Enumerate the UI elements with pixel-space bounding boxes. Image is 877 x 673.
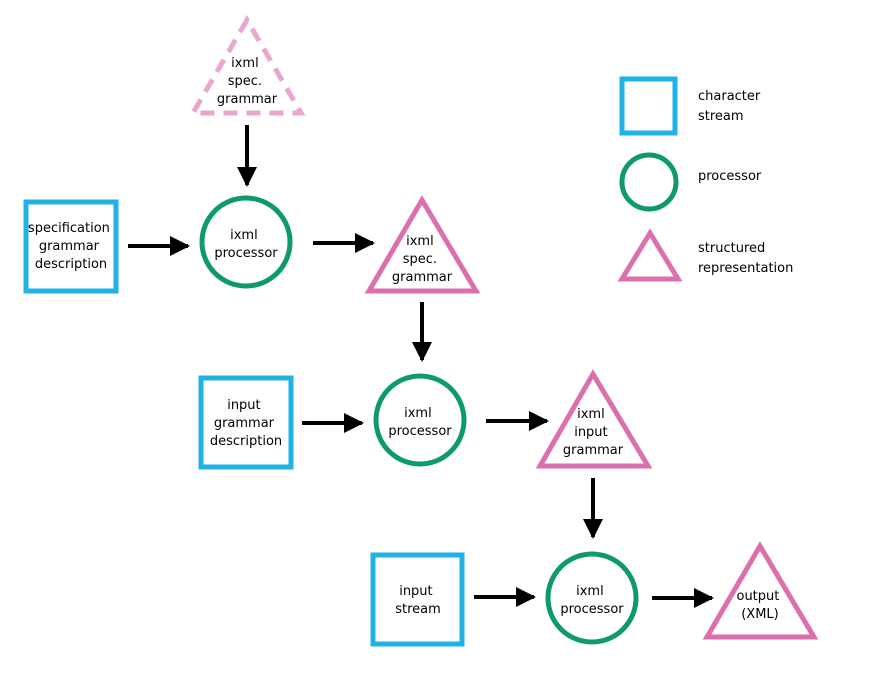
ixml-spec-grammar-top-triangle <box>188 15 306 116</box>
processor-1-circle <box>199 195 293 289</box>
output-triangle <box>702 541 819 640</box>
ixml-spec-grammar-label: ixml spec. grammar <box>392 234 453 285</box>
input-grammar-description-box <box>198 375 294 470</box>
processor-1-label: ixml processor <box>214 228 278 261</box>
input-stream-box <box>370 552 465 647</box>
input-grammar-description-label: input grammar description <box>210 398 282 449</box>
ixml-spec-grammar-top-label: ixml spec. grammar <box>217 56 278 107</box>
legend-structured-representation-label: structured representation <box>698 241 793 276</box>
processor-3-circle <box>545 551 639 645</box>
input-stream-label: input stream <box>395 584 441 617</box>
legend-character-stream-square <box>619 76 678 136</box>
spec-grammar-description-box <box>23 199 119 294</box>
legend-structured-triangle <box>617 228 683 282</box>
output-label: output (XML) <box>736 589 783 622</box>
processor-2-label: ixml processor <box>388 406 452 439</box>
spec-grammar-description-label: specification grammar description <box>28 221 114 272</box>
legend-character-stream-label: character stream <box>698 89 764 124</box>
legend-processor-circle <box>619 152 679 212</box>
legend: character stream processor structured re… <box>617 76 793 282</box>
ixml-input-grammar-label: ixml input grammar <box>563 407 624 458</box>
ixml-input-grammar-triangle <box>535 369 653 469</box>
ixml-spec-grammar-triangle <box>364 195 481 294</box>
legend-processor-label: processor <box>698 169 762 184</box>
processor-2-circle <box>373 373 467 467</box>
processor-3-label: ixml processor <box>560 584 624 617</box>
